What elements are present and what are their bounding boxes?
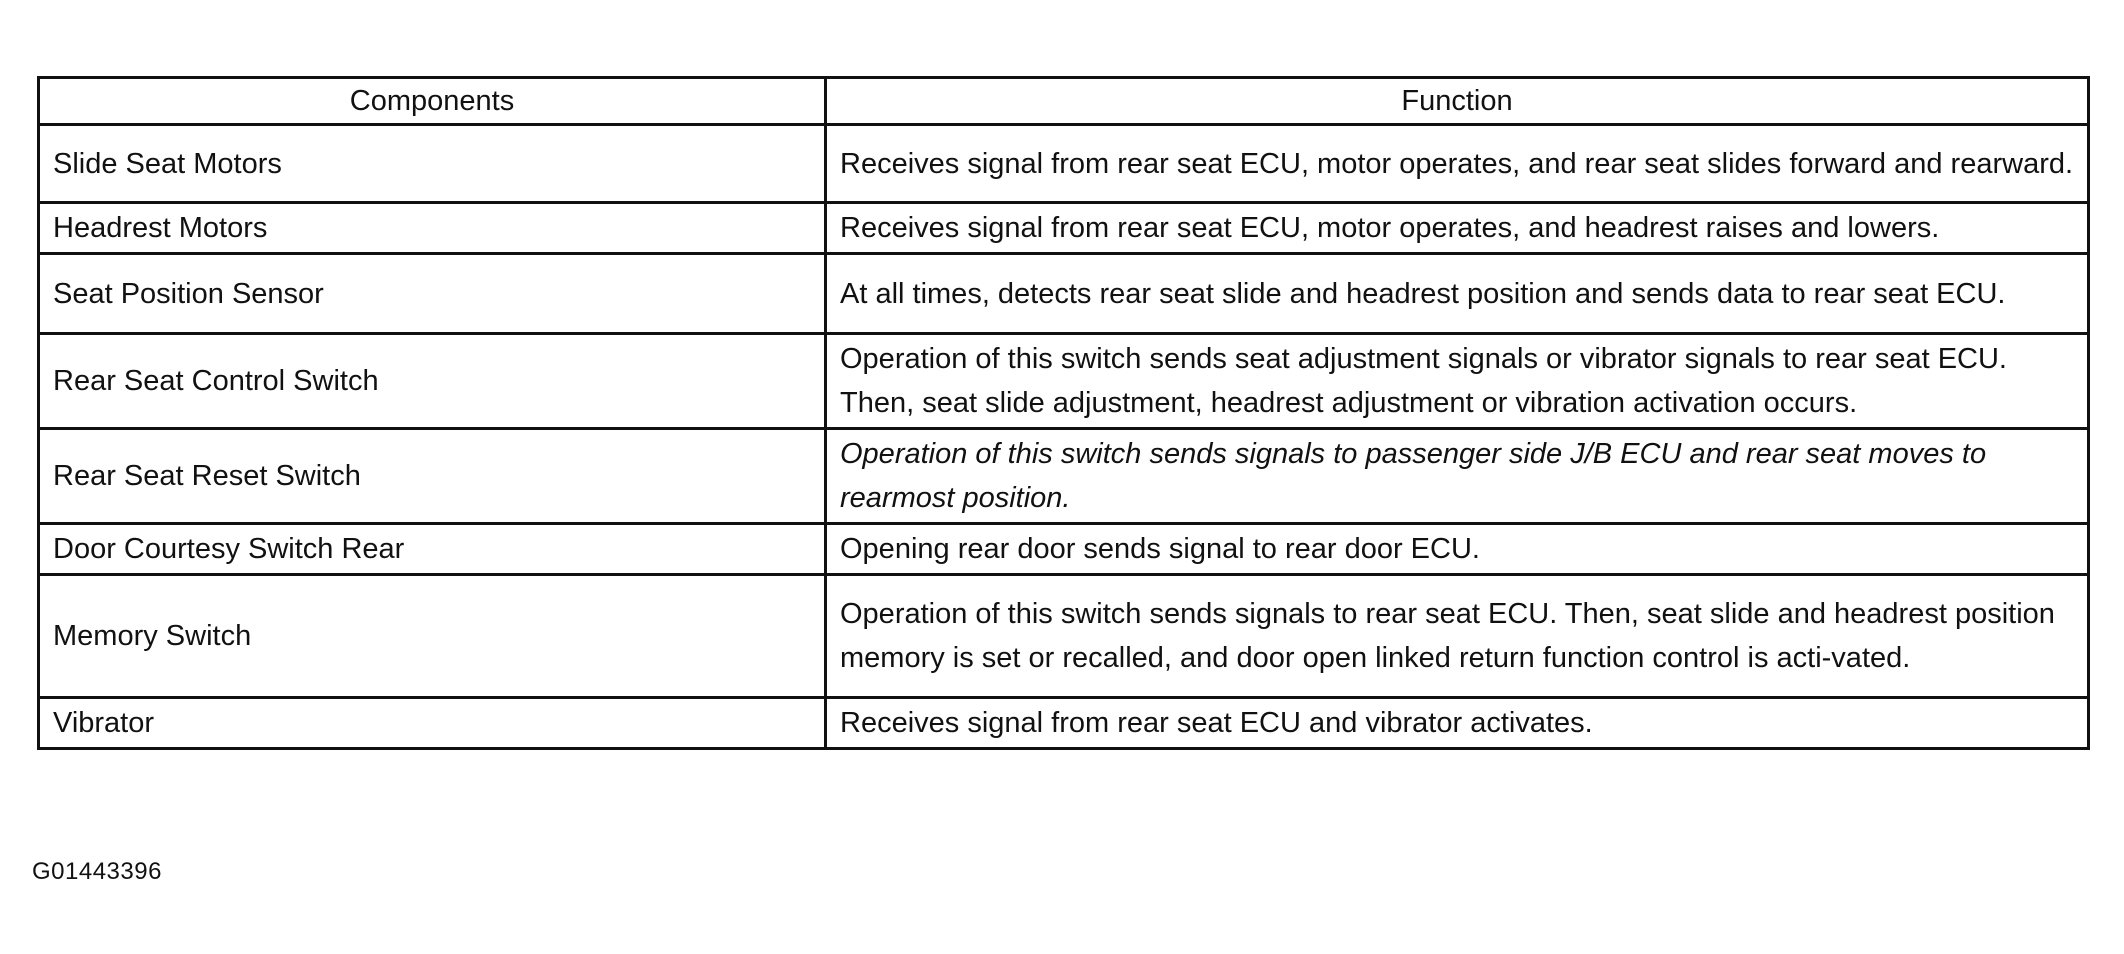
component-cell: Memory Switch <box>37 573 827 699</box>
table-row: Memory Switch Operation of this switch s… <box>37 573 2090 699</box>
column-header-components: Components <box>37 76 827 126</box>
table-row: Vibrator Receives signal from rear seat … <box>37 696 2090 750</box>
figure-id: G01443396 <box>32 858 162 885</box>
table-row: Seat Position Sensor At all times, detec… <box>37 252 2090 335</box>
table-row: Rear Seat Reset Switch Operation of this… <box>37 427 2090 525</box>
component-cell: Rear Seat Control Switch <box>37 332 827 430</box>
function-cell: Operation of this switch sends signals t… <box>824 427 2090 525</box>
function-cell: Opening rear door sends signal to rear d… <box>824 522 2090 576</box>
column-header-function: Function <box>824 76 2090 126</box>
function-cell: Receives signal from rear seat ECU, moto… <box>824 123 2090 204</box>
function-cell: Operation of this switch sends seat adju… <box>824 332 2090 430</box>
table-header-row: Components Function <box>37 76 2090 126</box>
component-cell: Seat Position Sensor <box>37 252 827 335</box>
component-cell: Door Courtesy Switch Rear <box>37 522 827 576</box>
component-cell: Slide Seat Motors <box>37 123 827 204</box>
component-cell: Headrest Motors <box>37 201 827 255</box>
function-cell: At all times, detects rear seat slide an… <box>824 252 2090 335</box>
function-cell: Operation of this switch sends signals t… <box>824 573 2090 699</box>
component-cell: Rear Seat Reset Switch <box>37 427 827 525</box>
table-row: Door Courtesy Switch Rear Opening rear d… <box>37 522 2090 576</box>
table-row: Headrest Motors Receives signal from rea… <box>37 201 2090 255</box>
components-function-table: Components Function Slide Seat Motors Re… <box>37 76 2090 750</box>
function-cell: Receives signal from rear seat ECU, moto… <box>824 201 2090 255</box>
component-cell: Vibrator <box>37 696 827 750</box>
function-cell: Receives signal from rear seat ECU and v… <box>824 696 2090 750</box>
table-row: Rear Seat Control Switch Operation of th… <box>37 332 2090 430</box>
table-row: Slide Seat Motors Receives signal from r… <box>37 123 2090 204</box>
